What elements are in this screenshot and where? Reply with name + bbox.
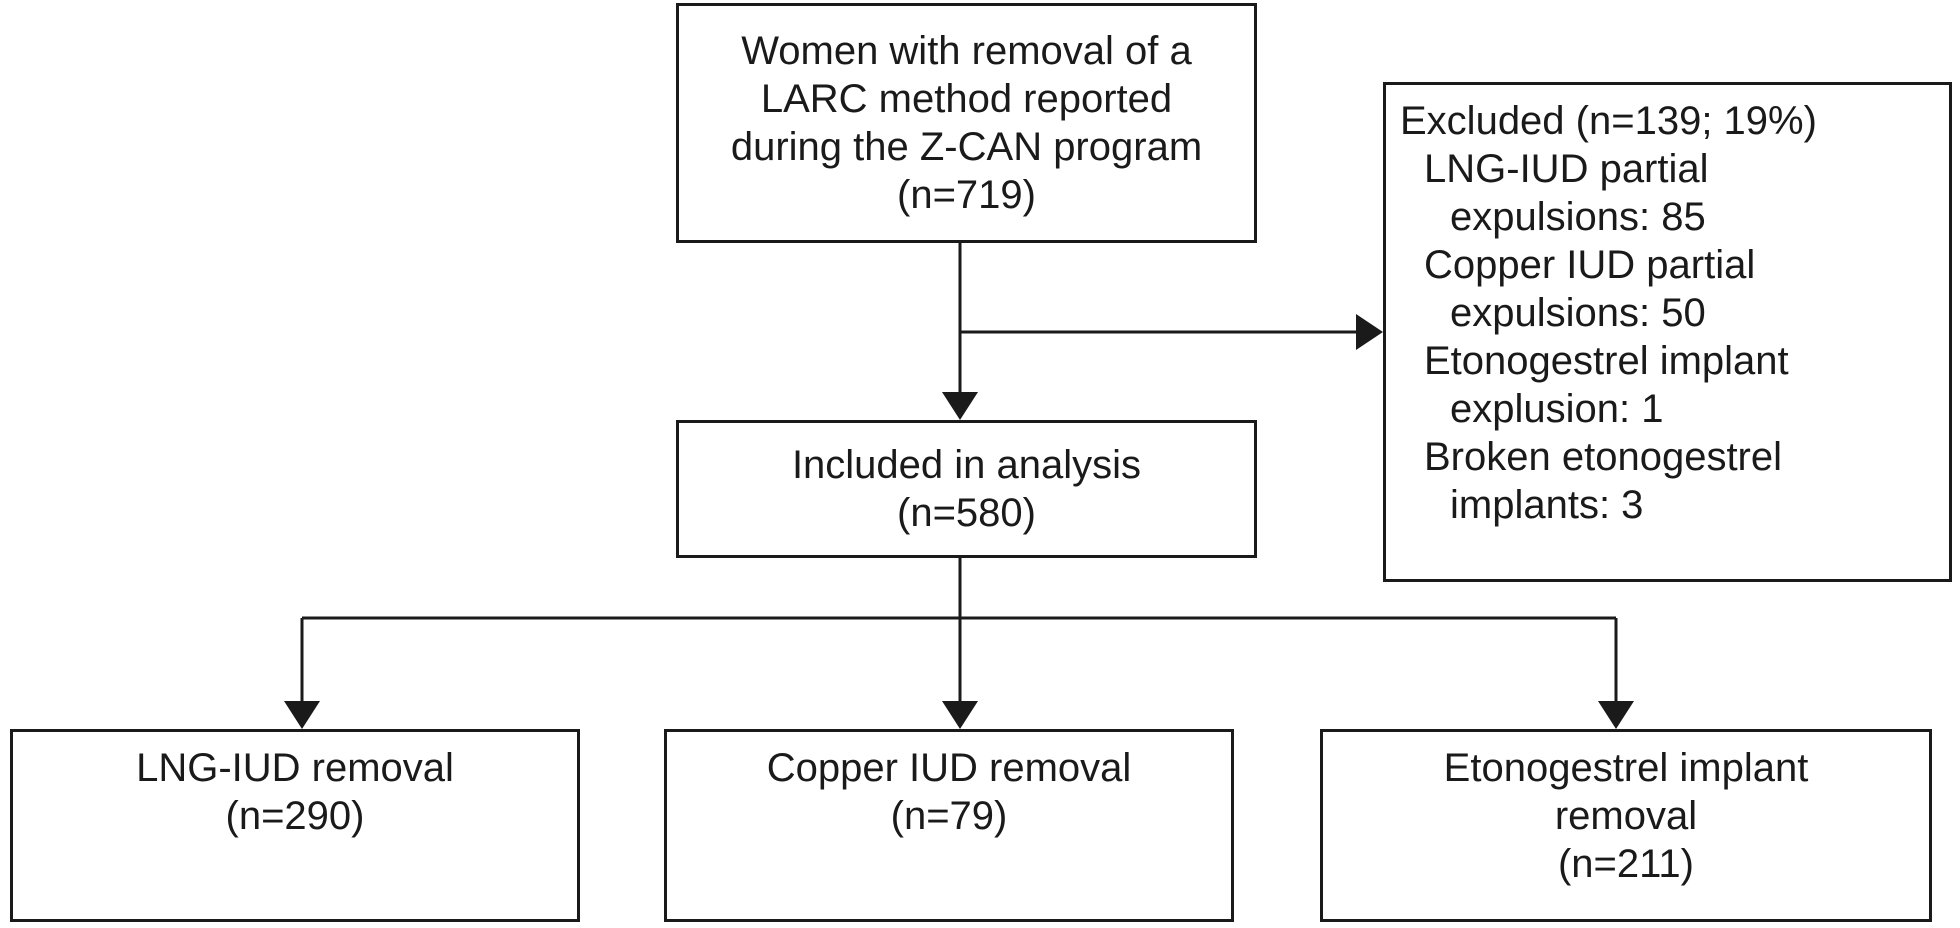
- box-count: (n=719): [897, 173, 1036, 217]
- box-count: (n=290): [225, 794, 365, 838]
- excluded-item-line: LNG-IUD partial: [1424, 147, 1709, 191]
- box-excluded: Excluded (n=139; 19%) LNG-IUD partial ex…: [1383, 82, 1952, 582]
- excluded-item-line: expulsions: 85: [1450, 195, 1706, 239]
- box-text-line: Women with removal of a: [741, 29, 1192, 73]
- excluded-item-implant: Etonogestrel implant explusion: 1: [1424, 337, 1949, 433]
- excluded-item-line: Copper IUD partial: [1424, 243, 1756, 287]
- excluded-item-copper: Copper IUD partial expulsions: 50: [1424, 241, 1949, 337]
- arrowhead-implant: [1598, 701, 1634, 729]
- box-text-line: Copper IUD removal: [766, 746, 1132, 790]
- box-count: (n=211): [1557, 842, 1694, 886]
- arrowhead-copper: [942, 701, 978, 729]
- excluded-item-line: explusion: 1: [1450, 387, 1664, 431]
- box-text-line: LARC method reported: [760, 77, 1173, 121]
- excluded-item-line: implants: 3: [1450, 483, 1644, 527]
- excluded-item-line: Etonogestrel implant: [1424, 339, 1789, 383]
- box-text-line: during the Z-CAN program: [730, 125, 1203, 169]
- box-count: (n=580): [897, 491, 1036, 535]
- box-text-line: Included in analysis: [791, 443, 1142, 487]
- box-lng-iud-removal: LNG-IUD removal (n=290): [10, 729, 580, 922]
- box-copper-iud-removal: Copper IUD removal (n=79): [664, 729, 1234, 922]
- box-women-with-removal: Women with removal of a LARC method repo…: [676, 3, 1257, 243]
- box-count: (n=79): [890, 794, 1008, 838]
- excluded-item-lng: LNG-IUD partial expulsions: 85: [1424, 145, 1949, 241]
- arrowhead-lng: [284, 701, 320, 729]
- excluded-item-line: Broken etonogestrel: [1424, 435, 1783, 479]
- arrowhead-included: [942, 392, 978, 420]
- box-text-line: removal: [1554, 794, 1698, 838]
- excluded-item-broken: Broken etonogestrel implants: 3: [1424, 433, 1949, 529]
- excluded-item-line: expulsions: 50: [1450, 291, 1706, 335]
- arrowhead-excluded: [1356, 314, 1383, 350]
- excluded-title: Excluded (n=139; 19%): [1400, 99, 1817, 143]
- box-text-line: LNG-IUD removal: [136, 746, 454, 790]
- box-etonogestrel-implant-removal: Etonogestrel implant removal (n=211): [1320, 729, 1932, 922]
- box-included-in-analysis: Included in analysis (n=580): [676, 420, 1257, 558]
- box-text-line: Etonogestrel implant: [1443, 746, 1809, 790]
